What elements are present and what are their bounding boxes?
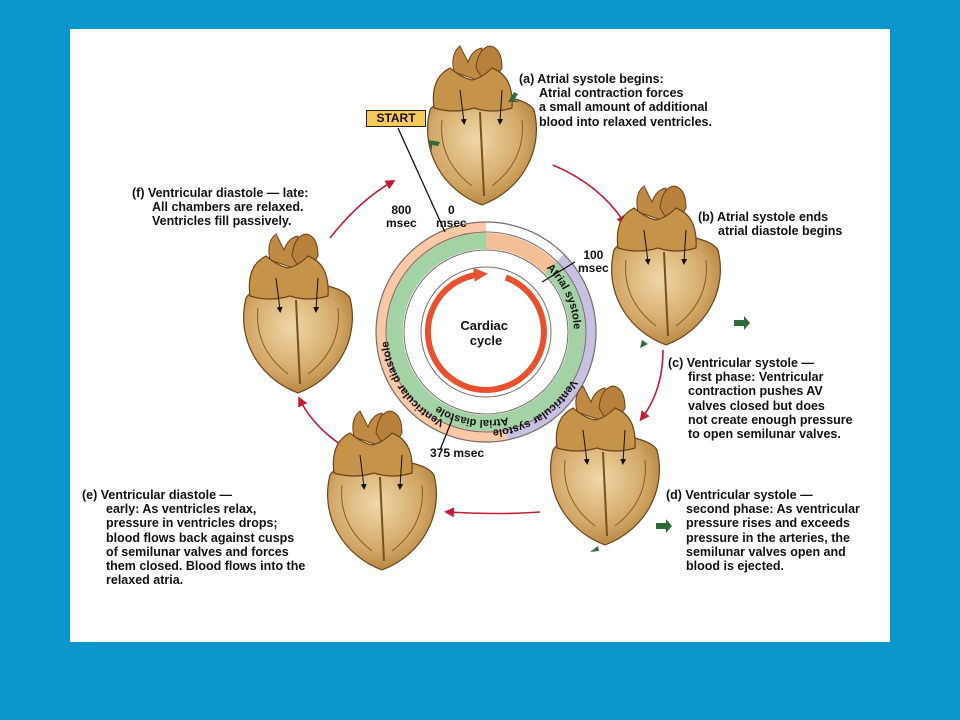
caption-d: (d) Ventricular systole — second phase: … — [666, 488, 860, 574]
heart-d — [328, 411, 437, 570]
green-arrows — [428, 92, 750, 552]
heart-e — [244, 234, 353, 393]
caption-e: (e) Ventricular diastole — early: As ven… — [82, 488, 306, 588]
atrial-diastole-arc — [386, 233, 585, 431]
heart-c — [551, 386, 660, 545]
caption-a: (a) Atrial systole begins: Atrial contra… — [519, 72, 712, 129]
center-label: Cardiac cycle — [460, 318, 511, 348]
time-label-375: 375 msec — [430, 446, 485, 460]
caption-f: (f) Ventricular diastole — late: All cha… — [132, 186, 309, 229]
ventricular-systole-arc — [503, 254, 596, 440]
cycle-arrow — [424, 267, 547, 393]
ventricular-diastole-arc — [376, 222, 508, 442]
time-ticks — [397, 127, 576, 451]
atrial-systole-arc — [485, 233, 556, 274]
caption-c: (c) Ventricular systole — first phase: V… — [668, 356, 853, 442]
start-label: START — [366, 110, 426, 127]
caption-b: (b) Atrial systole ends atrial diastole … — [698, 210, 843, 239]
cycle-ring: Atrial systole Atrial diastole Ventricul… — [375, 221, 597, 443]
